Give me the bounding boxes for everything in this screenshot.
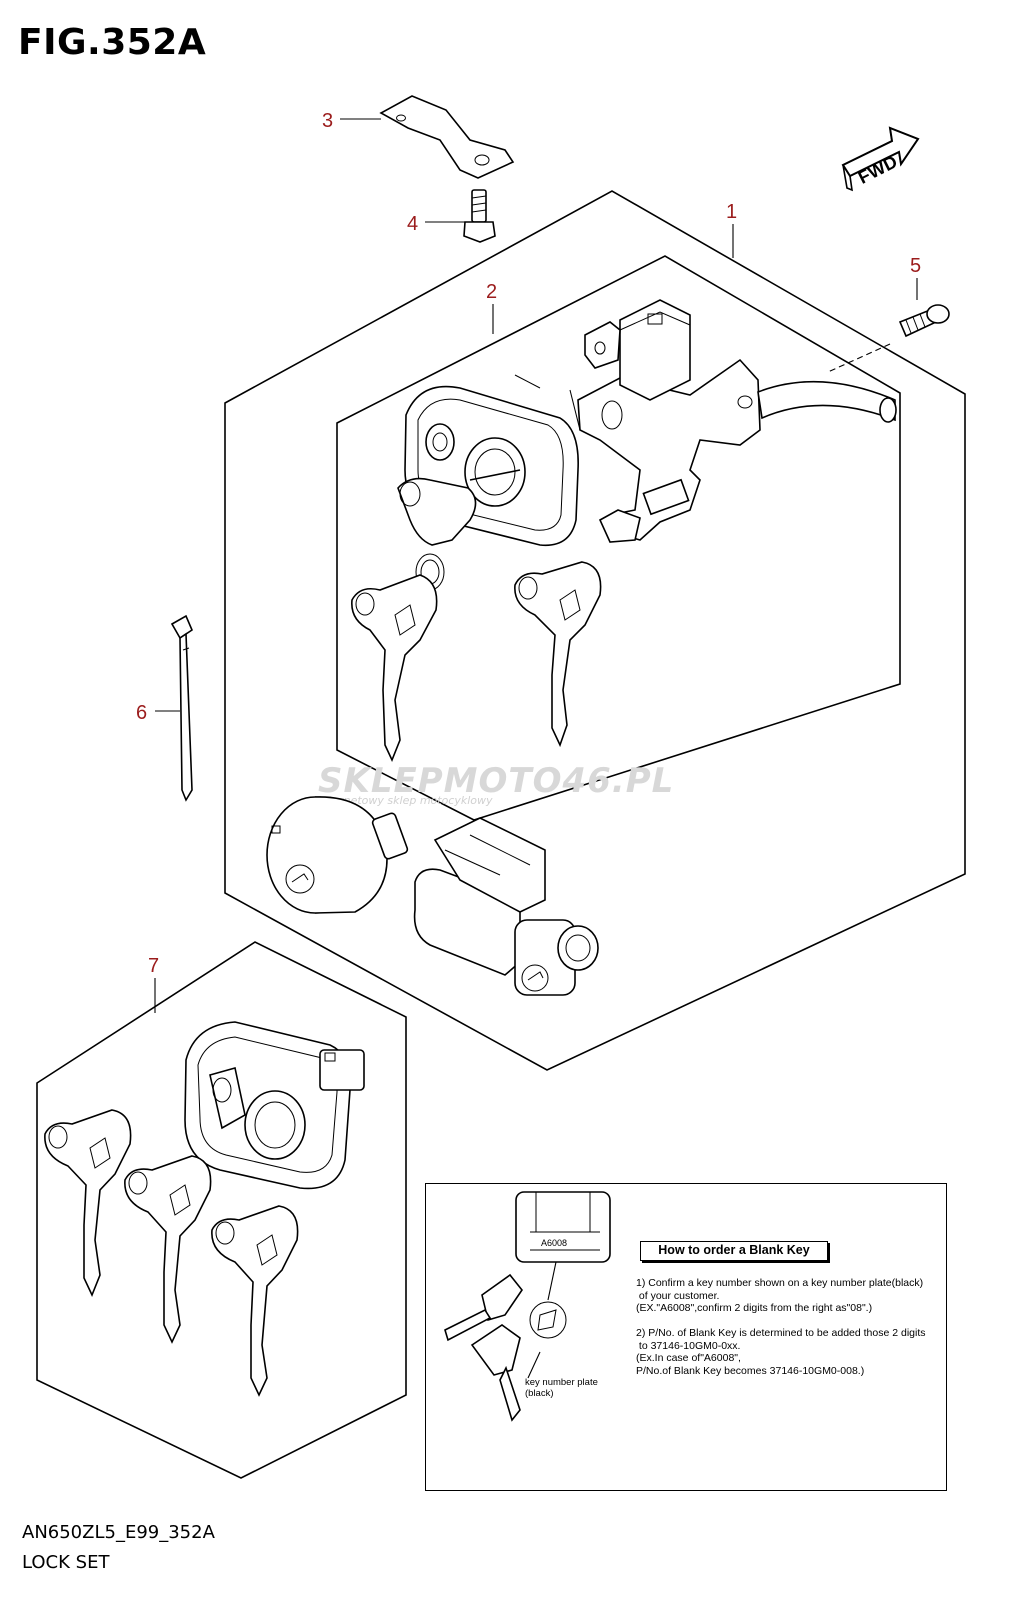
bolt-part <box>463 189 496 243</box>
key-plate-illustration <box>444 1191 611 1422</box>
lock-set-boundary <box>224 190 966 1071</box>
key-set-boundary <box>36 941 407 1479</box>
ignition-switch-boundary <box>336 255 901 821</box>
callout-2: 2 <box>486 281 497 303</box>
watermark-brand: SKLEPMOTO46.PL <box>318 761 674 801</box>
model-code: AN650ZL5_E99_352A <box>22 1522 215 1543</box>
key-set-part <box>44 1021 365 1397</box>
fuel-cap-lock-part <box>266 796 409 914</box>
info-title: How to order a Blank Key <box>640 1241 828 1261</box>
callout-3: 3 <box>322 110 333 132</box>
callout-5: 5 <box>910 255 921 277</box>
info-step-1: 1) Confirm a key number shown on a key n… <box>636 1277 924 1314</box>
callout-1: 1 <box>726 201 737 223</box>
figure-title: FIG.352A <box>18 22 207 63</box>
seat-lock-part <box>413 817 599 996</box>
watermark-tagline: internetowy sklep motocyklowy <box>318 794 493 807</box>
bracket-part <box>379 95 515 179</box>
info-step-2: 2) P/No. of Blank Key is determined to b… <box>636 1327 926 1377</box>
cable-tie-part <box>170 614 193 802</box>
callout-4: 4 <box>407 213 418 235</box>
screw-part <box>827 304 950 373</box>
key-plate-label: key number plate (black) <box>525 1377 598 1399</box>
fwd-direction-arrow: FWD <box>841 126 920 192</box>
callout-6: 6 <box>136 702 147 724</box>
key-plate-code: A6008 <box>541 1238 568 1248</box>
figure-name: LOCK SET <box>22 1552 110 1573</box>
ignition-switch-part <box>351 299 897 763</box>
blank-key-info-panel <box>425 1183 947 1491</box>
callout-7: 7 <box>148 955 159 977</box>
